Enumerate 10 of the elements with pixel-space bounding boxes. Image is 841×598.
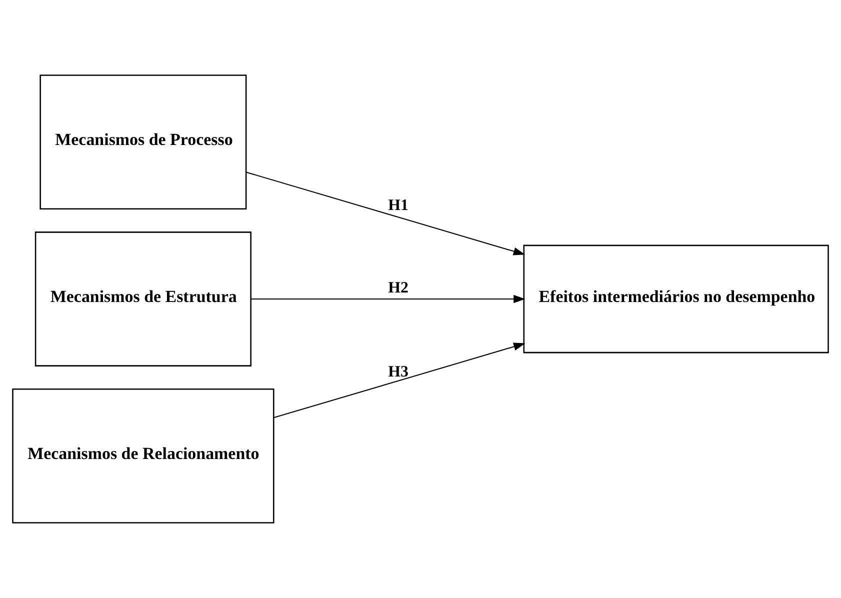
edge-label: H3	[388, 363, 408, 380]
node-box: Mecanismos de Estrutura	[34, 232, 252, 366]
edge-label: H1	[388, 196, 408, 214]
arrow	[251, 294, 526, 304]
node-box: Efeitos intermediários no desempenho	[523, 244, 829, 354]
arrow	[274, 342, 526, 418]
node-box: Mecanismos de Relacionamento	[12, 388, 274, 524]
arrow	[246, 172, 526, 256]
node-box: Mecanismos de Processo	[40, 74, 247, 210]
edge-label: H2	[388, 280, 408, 297]
